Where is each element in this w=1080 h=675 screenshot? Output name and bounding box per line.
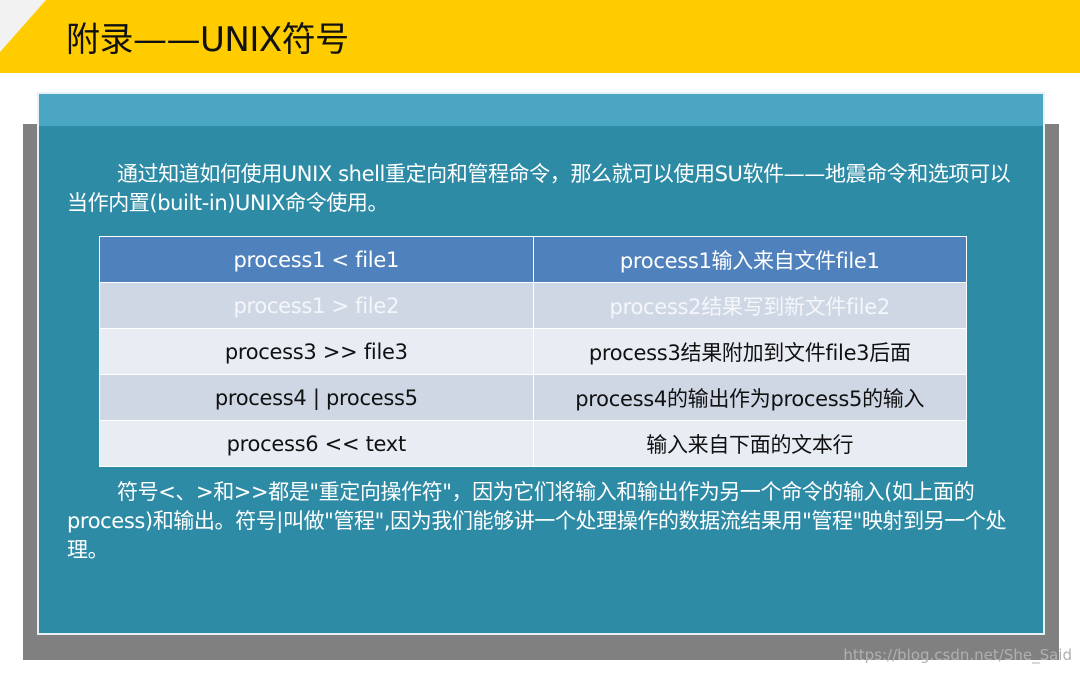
table-row: process1 < file1 process1输入来自文件file1 (99, 236, 967, 283)
intro-paragraph-text: 通过知道如何使用UNIX shell重定向和管程命令，那么就可以使用SU软件——… (67, 162, 1011, 215)
table-cell-description: process1输入来自文件file1 (532, 236, 967, 283)
table-cell-command: process1 < file1 (99, 236, 534, 283)
table-cell-command: process4 | process5 (99, 374, 534, 421)
table-cell-description: process4的输出作为process5的输入 (532, 374, 967, 421)
table-cell-command: process3 >> file3 (99, 328, 534, 375)
table-row: process6 << text 输入来自下面的文本行 (99, 420, 967, 467)
slide-title: 附录——UNIX符号 (66, 20, 349, 60)
table-cell-command: process6 << text (99, 420, 534, 467)
table-row: process1 > file2 process2结果写到新文件file2 (99, 282, 967, 329)
title-bar: 附录——UNIX符号 (0, 0, 1080, 73)
table-cell-command: process1 > file2 (99, 282, 534, 329)
table-cell-description: process3结果附加到文件file3后面 (532, 328, 967, 375)
content-panel: 通过知道如何使用UNIX shell重定向和管程命令，那么就可以使用SU软件——… (37, 92, 1045, 635)
symbol-explanation-paragraph: 符号<、>和>>都是"重定向操作符"，因为它们将输入和输出作为另一个命令的输入(… (67, 478, 1027, 565)
intro-paragraph: 通过知道如何使用UNIX shell重定向和管程命令，那么就可以使用SU软件——… (67, 160, 1027, 218)
unix-symbol-table: process1 < file1 process1输入来自文件file1 pro… (99, 236, 967, 467)
table-row: process3 >> file3 process3结果附加到文件file3后面 (99, 328, 967, 375)
watermark-url: https://blog.csdn.net/She_Said (843, 646, 1072, 664)
symbol-explanation-text: 符号<、>和>>都是"重定向操作符"，因为它们将输入和输出作为另一个命令的输入(… (67, 480, 1007, 562)
panel-header-band (39, 94, 1043, 126)
title-corner-decoration (0, 0, 46, 52)
table-cell-description: 输入来自下面的文本行 (532, 420, 967, 467)
table-row: process4 | process5 process4的输出作为process… (99, 374, 967, 421)
table-cell-description: process2结果写到新文件file2 (532, 282, 967, 329)
